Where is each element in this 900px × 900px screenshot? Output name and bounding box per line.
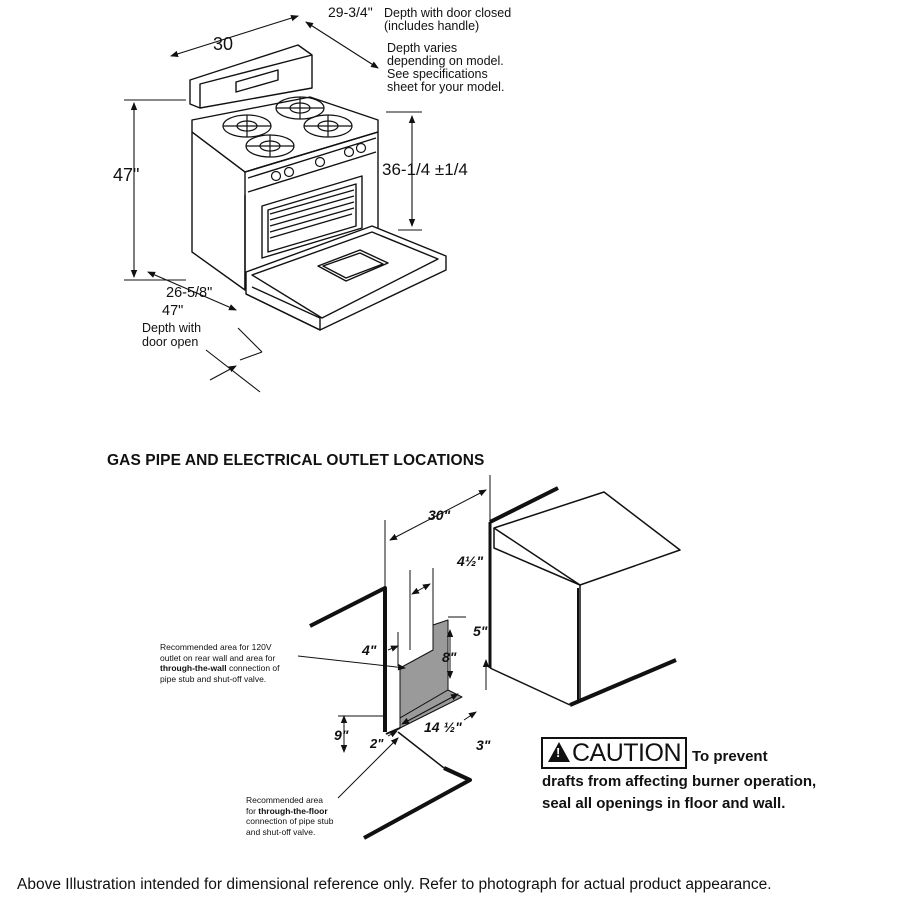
depth-open-value: 47" <box>162 303 183 319</box>
outlet-8-label: 8" <box>442 649 457 665</box>
outlet-4-label: 4" <box>361 642 377 658</box>
base-depth-label: 26-5/8" <box>166 285 212 301</box>
outlet-diagram <box>297 475 681 840</box>
caution-body-text: drafts from affecting burner operation, … <box>542 773 817 812</box>
depth-varies-line-3: See specifications <box>387 67 488 81</box>
caution-word: CAUTION <box>572 738 682 767</box>
outlet-2-label: 2" <box>369 736 384 751</box>
wall-note-bold: through-the-wall <box>160 663 227 674</box>
outlet-4-half-label: 4½" <box>456 553 483 569</box>
caution-lead-text: To prevent <box>692 748 768 765</box>
outlet-14-half-label: 14 ½" <box>424 719 462 735</box>
floor-note-line-4: and shut-off valve. <box>246 826 316 837</box>
cooktop-height-label: 36-1/4 ±1/4 <box>382 160 468 179</box>
range-height-label: 47" <box>113 165 139 185</box>
control-knobs <box>270 142 367 182</box>
depth-closed-value: 29-3/4" <box>328 4 373 20</box>
floor-note-pre-bold: for <box>246 805 259 816</box>
outlet-3-label: 3" <box>476 737 491 753</box>
depth-closed-subtext: (includes handle) <box>384 19 479 33</box>
floor-note-bold: through-the-floor <box>258 805 328 816</box>
outlet-9-label: 9" <box>334 727 349 743</box>
wall-note-line-4: pipe stub and shut-off valve. <box>160 673 267 684</box>
floor-note-line-1: Recommended area <box>246 795 324 805</box>
wall-outlet-note: Recommended area for 120V outlet on rear… <box>160 642 300 684</box>
wall-note-after-bold: connection of <box>226 663 280 674</box>
caution-label-box: ! CAUTION <box>541 737 687 769</box>
depth-open-line-1: Depth with <box>142 321 201 335</box>
section-title: GAS PIPE AND ELECTRICAL OUTLET LOCATIONS <box>107 452 485 469</box>
range-width-label: 30 <box>213 34 233 54</box>
floor-connection-note: Recommended area for through-the-floor c… <box>246 795 356 837</box>
range-dimension-lines <box>124 15 422 393</box>
outlet-width-label: 30" <box>428 507 451 523</box>
depth-closed-text: Depth with door closed <box>384 6 511 20</box>
depth-varies-line-1: Depth varies <box>387 41 457 55</box>
depth-varies-line-2: depending on model. <box>387 54 504 68</box>
wall-note-line-1: Recommended area for 120V <box>160 642 272 652</box>
burner-grates <box>222 96 353 158</box>
depth-open-line-2: door open <box>142 335 198 349</box>
depth-varies-line-4: sheet for your model. <box>387 80 504 94</box>
footer-disclaimer: Above Illustration intended for dimensio… <box>17 876 772 893</box>
range-illustration <box>189 44 447 331</box>
floor-note-line-3: connection of pipe stub <box>246 816 334 827</box>
warning-triangle-icon: ! <box>548 742 570 762</box>
warning-symbol: ! <box>556 745 561 760</box>
wall-note-line-2: outlet on rear wall and area for <box>160 652 276 663</box>
outlet-5-label: 5" <box>473 623 488 639</box>
